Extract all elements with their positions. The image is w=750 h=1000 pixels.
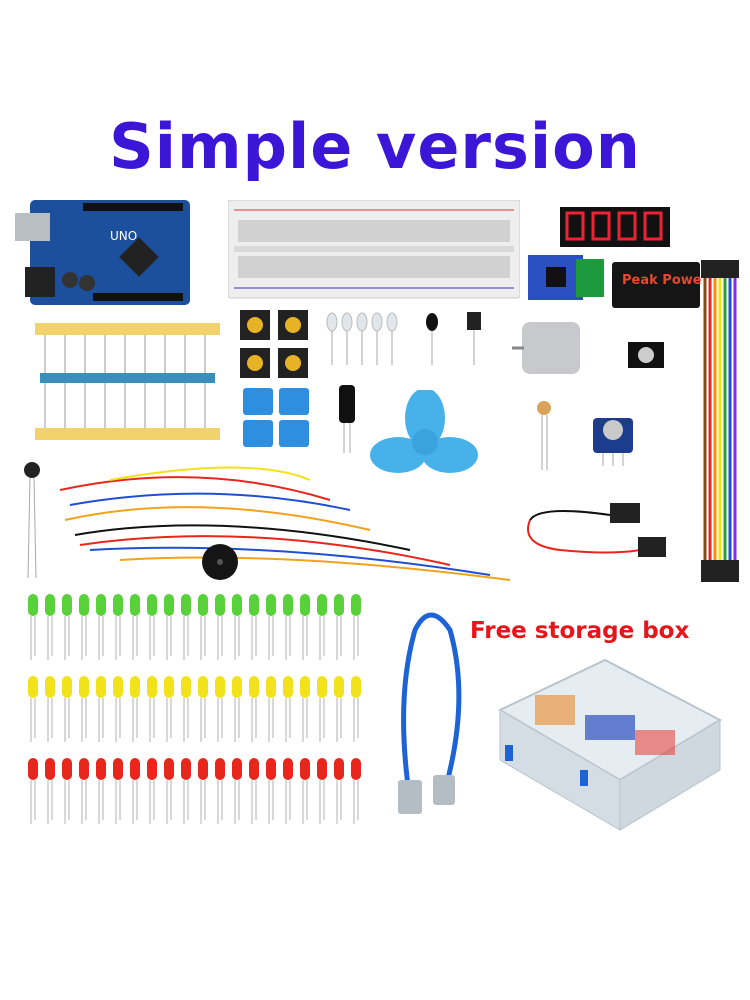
led-grid — [28, 594, 361, 824]
resistor-strips — [35, 323, 220, 440]
battery-brand: Peak Power — [622, 273, 702, 288]
led-red — [147, 758, 157, 824]
led-yellow — [96, 676, 106, 742]
storage-box-label: Free storage box — [470, 618, 690, 644]
led-red — [45, 758, 55, 824]
led-red — [266, 758, 276, 824]
storage-box — [497, 658, 723, 831]
page-title: Simple version — [109, 110, 641, 183]
led-red — [351, 758, 361, 824]
led-yellow — [28, 676, 38, 742]
board-label: UNO — [110, 229, 137, 243]
thermistor — [24, 462, 40, 579]
led-green — [79, 594, 89, 660]
led-green — [283, 594, 293, 660]
led-red — [232, 758, 242, 824]
sensor-module — [528, 255, 604, 300]
battery-snap-connector — [527, 503, 666, 557]
led-green — [317, 594, 327, 660]
led-yellow — [215, 676, 225, 742]
led-red — [130, 758, 140, 824]
led-green — [130, 594, 140, 660]
jumper-ribbon-cable — [701, 260, 739, 582]
led-yellow — [351, 676, 361, 742]
led-green — [232, 594, 242, 660]
dc-motor — [512, 322, 580, 374]
led-red — [28, 758, 38, 824]
tilt-switch — [339, 385, 355, 453]
led-red — [96, 758, 106, 824]
led-red — [283, 758, 293, 824]
led-green — [96, 594, 106, 660]
led-yellow — [334, 676, 344, 742]
led-green — [45, 594, 55, 660]
led-yellow — [198, 676, 208, 742]
led-yellow — [62, 676, 72, 742]
led-yellow — [79, 676, 89, 742]
button-caps — [243, 388, 309, 447]
led-green — [300, 594, 310, 660]
led-yellow — [300, 676, 310, 742]
led-yellow — [113, 676, 123, 742]
led-green — [351, 594, 361, 660]
led-red — [317, 758, 327, 824]
led-green — [249, 594, 259, 660]
breadboard — [228, 200, 520, 299]
led-red — [79, 758, 89, 824]
seven-segment-display — [560, 207, 670, 247]
led-yellow — [266, 676, 276, 742]
led-green — [62, 594, 72, 660]
led-red — [62, 758, 72, 824]
arduino-uno-board: UNO — [15, 200, 190, 305]
led-red — [334, 758, 344, 824]
led-red — [113, 758, 123, 824]
led-yellow — [232, 676, 242, 742]
led-red — [249, 758, 259, 824]
led-green — [164, 594, 174, 660]
led-yellow — [164, 676, 174, 742]
fan-propeller — [370, 390, 478, 473]
led-yellow — [249, 676, 259, 742]
led-green — [215, 594, 225, 660]
led-yellow — [181, 676, 191, 742]
led-green — [181, 594, 191, 660]
led-yellow — [283, 676, 293, 742]
jumper-wires — [59, 466, 511, 581]
led-green — [147, 594, 157, 660]
battery-9v: Peak Power — [612, 262, 702, 308]
led-red — [181, 758, 191, 824]
usb-cable — [398, 612, 462, 814]
led-green — [334, 594, 344, 660]
push-buttons — [240, 310, 308, 378]
led-yellow — [147, 676, 157, 742]
led-red — [215, 758, 225, 824]
clear-leds — [326, 312, 481, 365]
led-yellow — [130, 676, 140, 742]
led-yellow — [45, 676, 55, 742]
led-green — [28, 594, 38, 660]
buzzer — [202, 544, 238, 580]
led-yellow — [317, 676, 327, 742]
led-red — [300, 758, 310, 824]
led-red — [164, 758, 174, 824]
rgb-module — [628, 342, 664, 368]
photoresistor — [537, 401, 551, 470]
led-green — [113, 594, 123, 660]
led-green — [198, 594, 208, 660]
led-green — [266, 594, 276, 660]
potentiometer — [593, 418, 633, 466]
led-red — [198, 758, 208, 824]
